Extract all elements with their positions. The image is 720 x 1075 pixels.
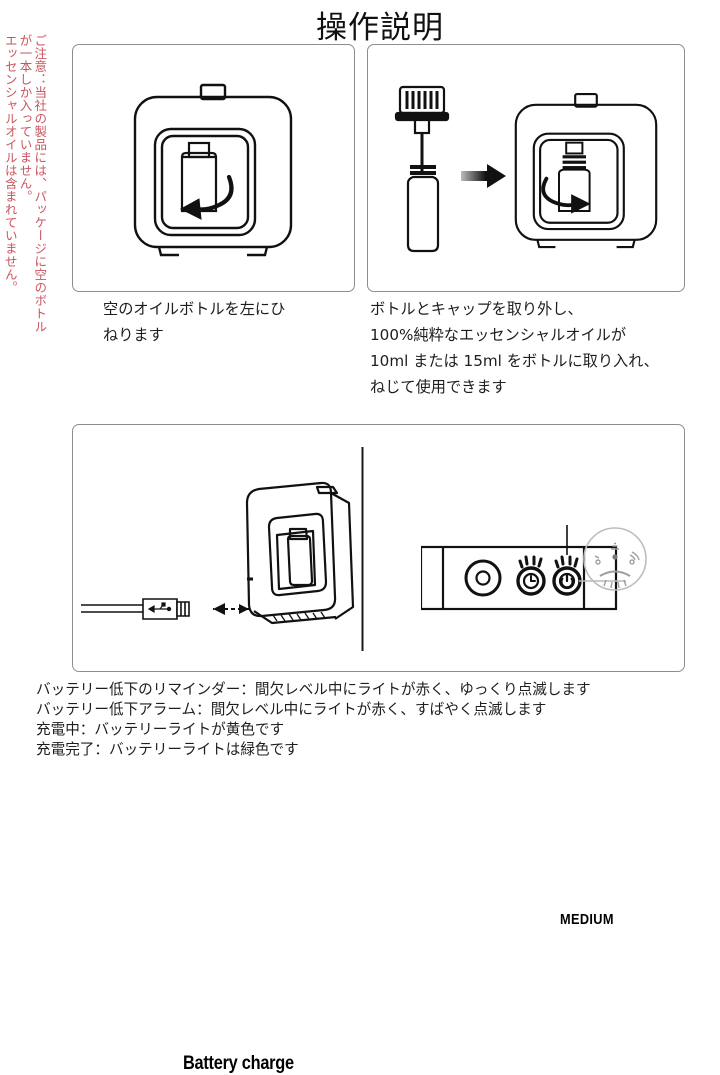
right-arrow-icon	[461, 164, 506, 188]
instruction-sheet: 操作説明 ご注意：当社の製品には、パッケージに空のボトル が一本しか入っていませ…	[2, 10, 720, 1074]
control-panel-figure	[421, 525, 626, 611]
rotate-left-arrow	[179, 174, 234, 220]
timer-indicator-icon	[516, 555, 546, 596]
step-2-caption-line-1: ボトルとキャップを取り外し、	[370, 300, 583, 318]
warning-line-2: が一本しか入っていません。	[17, 34, 33, 203]
step-1-caption: 空のオイルボトルを左にひ ねります	[103, 296, 365, 348]
warning-note: ご注意：当社の製品には、パッケージに空のボトル が一本しか入っていません。 エッ…	[2, 34, 48, 454]
step-1-caption-line-2: ねります	[103, 326, 164, 345]
warning-line-3: エッセンシャルオイルは含まれていません。	[2, 34, 18, 294]
step-2-caption: ボトルとキャップを取り外し、 100%純粋なエッセンシャルオイルが 10ml ま…	[370, 296, 700, 401]
usb-cable-figure	[81, 598, 249, 620]
rotate-right-arrow	[541, 176, 591, 214]
step-2-caption-line-3: 10ml または 15ml をボトルに取り入れ、	[370, 352, 659, 371]
oil-bottle-with-cap-figure	[394, 85, 450, 253]
status-notes: バッテリー低下のリマインダー：間欠レベル中にライトが赤く、ゆっくり点滅します バ…	[36, 680, 720, 760]
note-line-2: バッテリー低下アラーム：間欠レベル中にライトが赤く、すばやく点滅します	[36, 700, 547, 718]
note-line-4: 充電完了：バッテリーライトは緑色です	[36, 740, 299, 758]
step-2-caption-line-4: ねじて使用できます	[370, 378, 507, 397]
step-1-panel	[72, 44, 355, 292]
medium-label: MEDIUM	[560, 912, 614, 928]
step-1-caption-line-1: 空のオイルボトルを左にひ	[103, 300, 286, 318]
diffuser-charging-figure	[245, 481, 355, 625]
note-line-3: 充電中：バッテリーライトが黄色です	[36, 720, 285, 738]
warning-line-1: ご注意：当社の製品には、パッケージに空のボトル	[32, 34, 48, 333]
battery-charge-label: Battery charge	[183, 1053, 294, 1074]
insert-direction-arrow	[213, 603, 249, 615]
note-line-1: バッテリー低下のリマインダー：間欠レベル中にライトが赤く、ゆっくり点滅します	[36, 681, 591, 698]
page-title: 操作説明	[316, 10, 444, 45]
diffuser-bottle-twist-right-figure	[514, 92, 658, 249]
step-2-panel	[367, 44, 685, 292]
panel-divider	[361, 447, 364, 651]
diffuser-bottle-twist-left-figure	[133, 83, 293, 257]
step-2-caption-line-2: 100%純粋なエッセンシャルオイルが	[370, 326, 627, 345]
battery-panel: Battery charge	[72, 424, 685, 1074]
indicator-zoom-detail	[583, 527, 647, 591]
